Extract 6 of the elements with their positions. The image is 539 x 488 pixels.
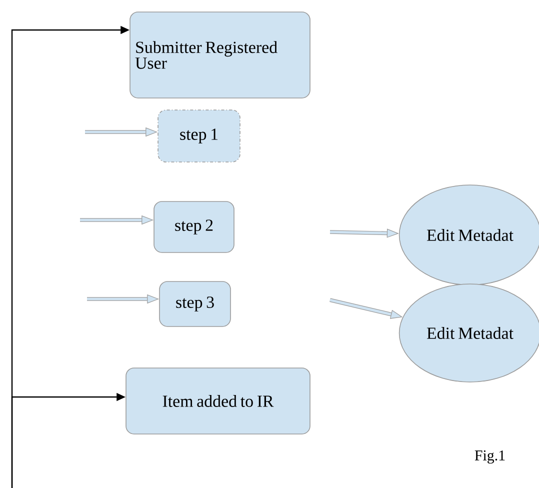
- process-box: Submitter Registered User: [130, 12, 310, 98]
- process-box: step 1: [158, 110, 240, 162]
- process-box: step 3: [159, 281, 231, 327]
- process-box: step 2: [154, 201, 234, 253]
- figure-caption: Fig.1: [474, 450, 505, 464]
- process-box: Item added to IR: [126, 368, 310, 434]
